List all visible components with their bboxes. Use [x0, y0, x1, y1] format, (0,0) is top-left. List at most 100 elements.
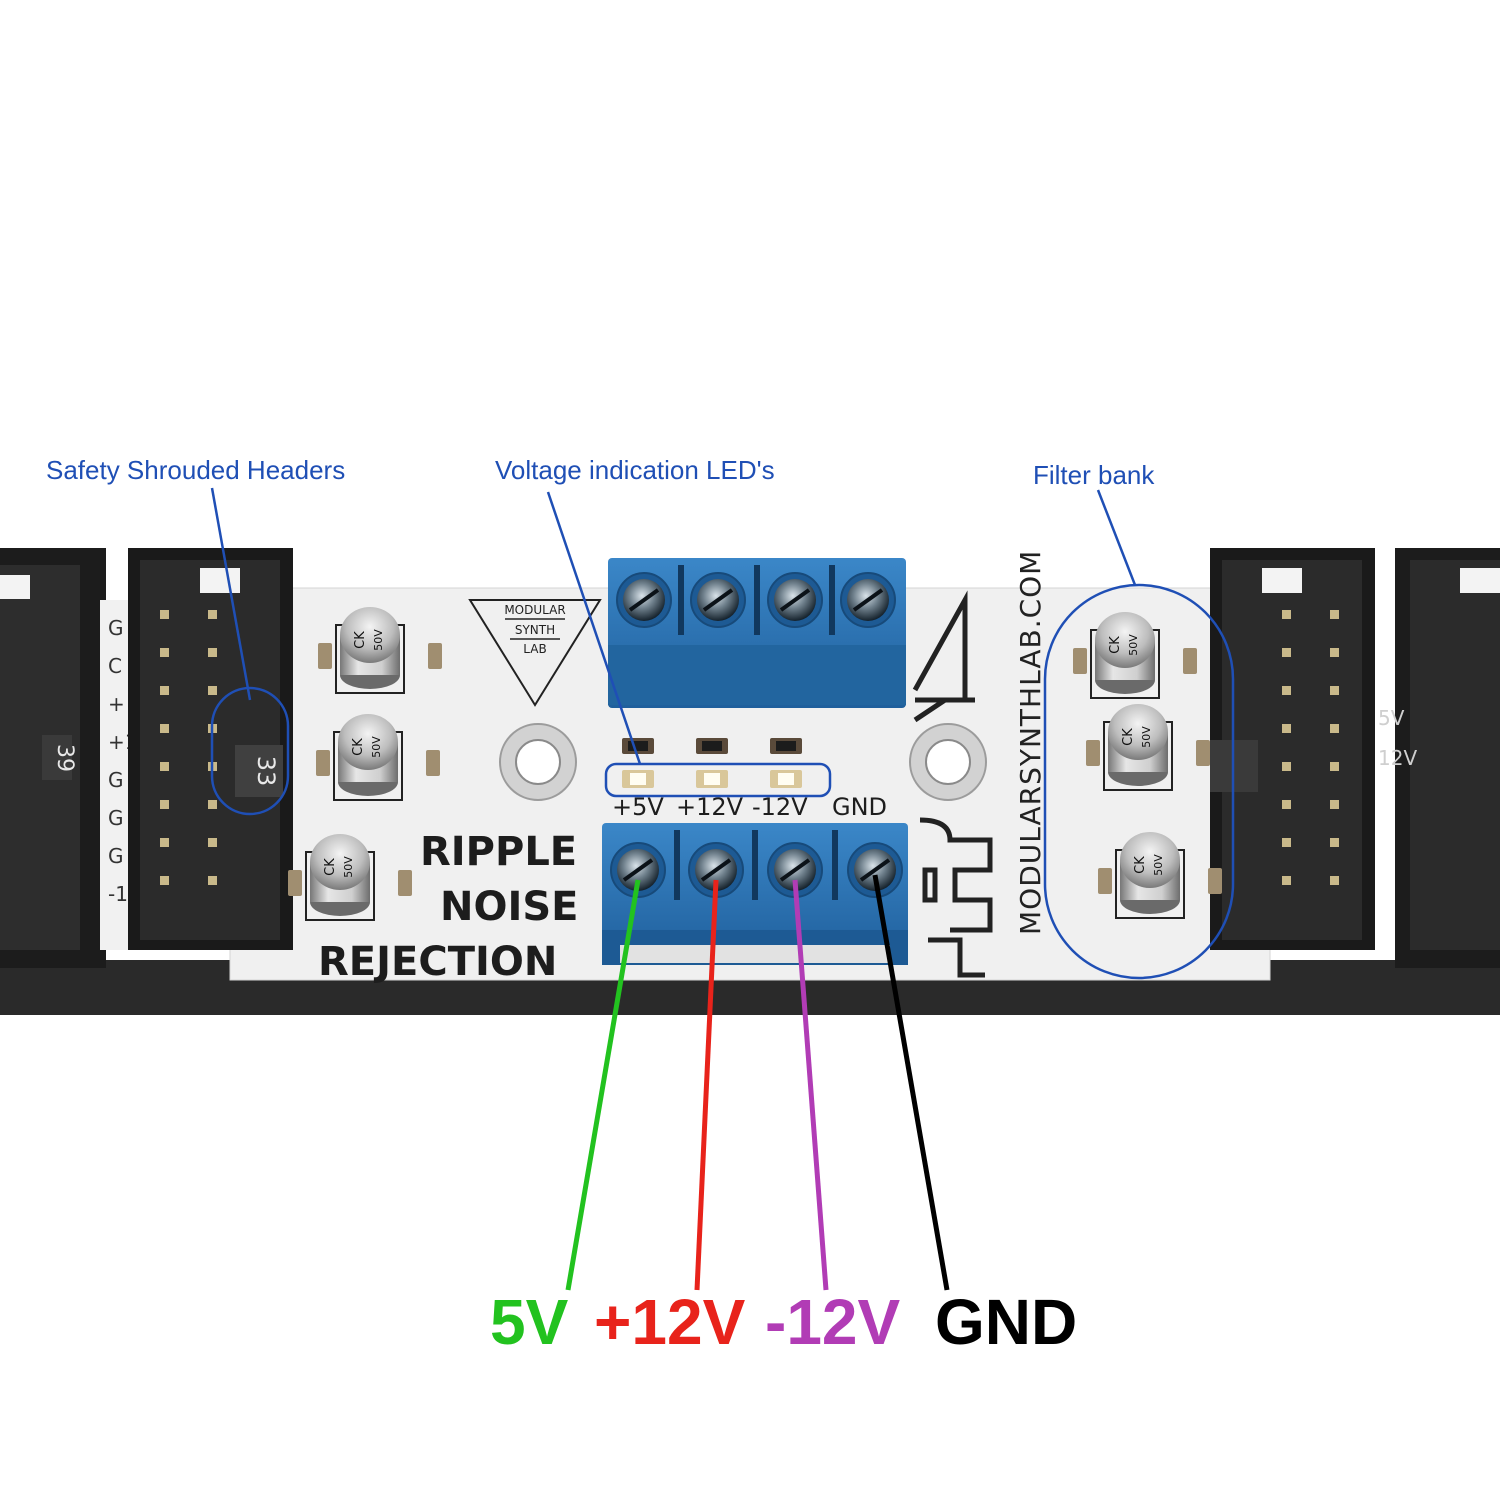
electrolytic-cap [1108, 704, 1168, 760]
bottom-terminal-block[interactable] [602, 823, 908, 965]
terminal-label: GND [832, 793, 887, 821]
smd-cap [1208, 868, 1222, 894]
screw-slot [702, 588, 734, 612]
svg-text:MODULAR: MODULAR [504, 603, 565, 617]
svg-text:33: 33 [252, 756, 280, 787]
rail-mark: G [108, 806, 124, 830]
callout-filter-line [1096, 489, 1137, 586]
smd-cap [1086, 740, 1100, 766]
header-pin [208, 876, 217, 885]
svg-text:50V: 50V [372, 629, 385, 651]
electrolytic-cap [1095, 612, 1155, 668]
header-pin [208, 686, 217, 695]
smd-cap [1183, 648, 1197, 674]
header-pin [1282, 724, 1291, 733]
electrolytic-cap [338, 714, 398, 770]
svg-text:CK: CK [351, 738, 366, 756]
callout-leds-label: Voltage indication LED's [495, 455, 775, 485]
header-pin [1282, 876, 1291, 885]
svg-text:CK: CK [1108, 636, 1123, 654]
header-pin [208, 610, 217, 619]
rail-mark: G [108, 616, 124, 640]
electrolytic-cap [340, 607, 400, 663]
screw-slot [852, 588, 884, 612]
svg-text:CK: CK [353, 631, 368, 649]
smd-cap [316, 750, 330, 776]
header-pin [208, 648, 217, 657]
screw-slot [779, 858, 811, 882]
logo: MODULAR SYNTH LAB [468, 599, 602, 707]
website-text: MODULARSYNTHLAB.COM [1014, 550, 1047, 935]
svg-text:CK: CK [1133, 856, 1148, 874]
header-pin [1282, 686, 1291, 695]
header-pin [1282, 610, 1291, 619]
terminal-label: +5V [612, 793, 664, 821]
wire-label-gnd: GND [935, 1286, 1078, 1358]
smd-cap [288, 870, 302, 896]
callout-led-box [604, 762, 832, 798]
terminal-label: +12V [676, 793, 744, 821]
callout-headers-label: Safety Shrouded Headers [46, 455, 346, 485]
header-pin [160, 762, 169, 771]
smd-cap [398, 870, 412, 896]
header-pin [160, 610, 169, 619]
header-pin [1330, 610, 1339, 619]
smd-cap [426, 750, 440, 776]
silk-noise: NOISE [440, 884, 579, 930]
smd-cap [1073, 648, 1087, 674]
header-pin [160, 876, 169, 885]
callout-filter-ring [1043, 583, 1235, 980]
svg-text:50V: 50V [1127, 634, 1140, 656]
right-shrouded-header[interactable] [1210, 548, 1375, 950]
header-pin [1282, 648, 1291, 657]
screw-slot [622, 858, 654, 882]
svg-text:39: 39 [52, 744, 77, 772]
header-pin [208, 800, 217, 809]
svg-text:50V: 50V [370, 736, 383, 758]
mounting-hole-right [909, 723, 987, 801]
left-shrouded-header[interactable]: 33 [128, 548, 293, 950]
header-pin [1282, 838, 1291, 847]
header-pin [1282, 800, 1291, 809]
header-pin [160, 838, 169, 847]
callout-led-line [546, 491, 642, 765]
callout-shapes [210, 487, 1235, 980]
wire-label-5v: 5V [490, 1286, 569, 1358]
voltage-leds [622, 738, 802, 788]
svg-text:CK: CK [323, 858, 338, 876]
rail-mark: C [108, 654, 122, 678]
svg-text:50V: 50V [1152, 854, 1165, 876]
svg-text:LAB: LAB [523, 642, 546, 656]
header-pin [1330, 724, 1339, 733]
callout-header-ring [210, 686, 290, 816]
wire-5v [565, 879, 641, 1291]
callout-header-line [210, 487, 252, 701]
screw-slot [779, 588, 811, 612]
wire-label-plus12v: +12V [594, 1286, 746, 1358]
svg-text:50V: 50V [1140, 726, 1153, 748]
header-pin [160, 724, 169, 733]
smd-cap [1196, 740, 1210, 766]
header-pin [1330, 876, 1339, 885]
smd-cap [428, 643, 442, 669]
silk-ripple: RIPPLE [420, 829, 577, 875]
top-terminal-block [608, 558, 906, 708]
header-pin [160, 686, 169, 695]
far-left-header: 39 [0, 548, 106, 968]
wire-plus12v [694, 879, 719, 1291]
header-pin [1330, 800, 1339, 809]
terminal-label: -12V [752, 793, 808, 821]
svg-text:50V: 50V [342, 856, 355, 878]
screw-slot [859, 858, 891, 882]
smd-cap [318, 643, 332, 669]
header-pin [1330, 838, 1339, 847]
electrolytic-cap [310, 834, 370, 890]
mounting-hole-left [499, 723, 577, 801]
rail-mark: G [108, 844, 124, 868]
rail-mark: 12V [1378, 746, 1417, 770]
far-right-header [1395, 548, 1500, 968]
wire-label-minus12v: -12V [765, 1286, 901, 1358]
